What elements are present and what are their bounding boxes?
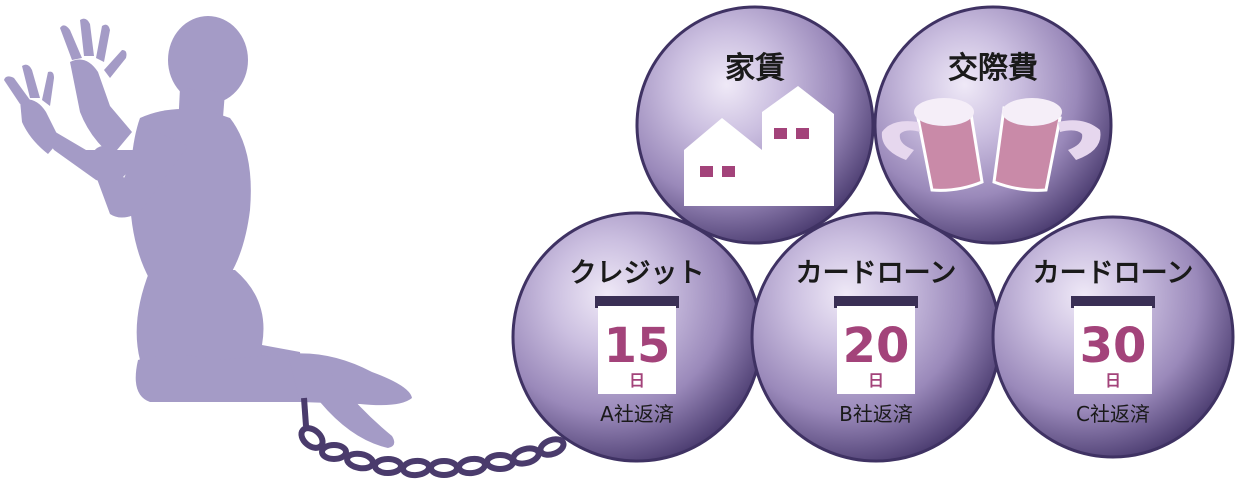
ball-credit-label: クレジット — [570, 258, 705, 289]
calendar-icon — [1071, 296, 1155, 394]
ball-loan-c-label: カードローン — [1033, 258, 1194, 289]
calendar-icon — [595, 296, 679, 394]
loan-b-due-day-unit: 日 — [868, 371, 884, 390]
ball-loan-b-label: カードローン — [796, 258, 957, 289]
loan-c-due-day-unit: 日 — [1105, 371, 1121, 390]
calendar-icon — [834, 296, 918, 394]
ball-social: 交際費 — [873, 5, 1113, 245]
loan-c-due-day: 30 — [1080, 318, 1147, 374]
houses-icon — [684, 86, 834, 206]
loan-b-due-day: 20 — [843, 318, 910, 374]
ball-social-label: 交際費 — [948, 51, 1038, 86]
ball-loan-b: カードローン 20 日 B社返済 — [750, 211, 1002, 463]
beer-mugs-icon — [881, 98, 1101, 192]
credit-repay-label: A社返済 — [600, 402, 674, 426]
ball-rent: 家賃 — [635, 5, 875, 245]
credit-due-day-unit: 日 — [629, 371, 645, 390]
kneeling-man-silhouette — [4, 16, 412, 448]
ball-loan-c: カードローン 30 日 C社返済 — [991, 215, 1235, 459]
loan-c-repay-label: C社返済 — [1076, 402, 1150, 426]
ball-credit: クレジット 15 日 A社返済 — [511, 211, 763, 463]
loan-b-repay-label: B社返済 — [839, 402, 913, 426]
credit-due-day: 15 — [604, 318, 671, 374]
chain-icon — [298, 397, 567, 479]
ball-rent-label: 家賃 — [725, 51, 785, 86]
